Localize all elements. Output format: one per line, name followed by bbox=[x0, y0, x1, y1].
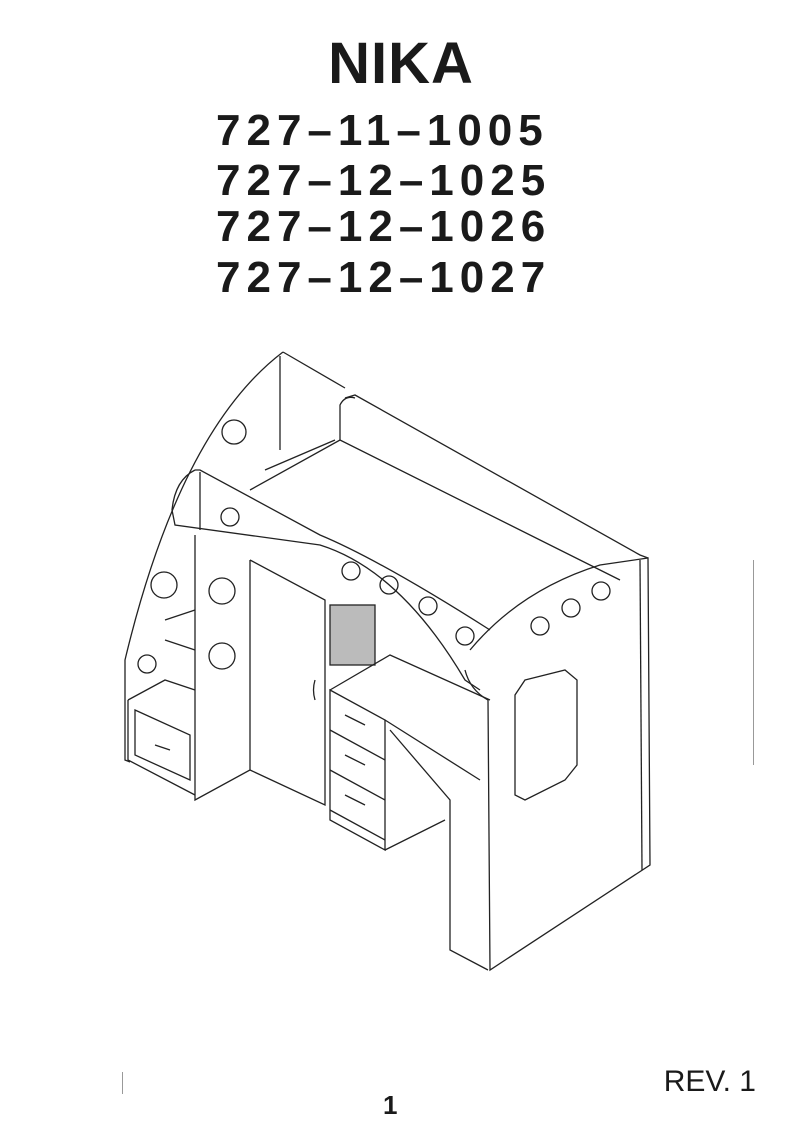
page-number: 1 bbox=[383, 1090, 398, 1120]
product-code: 727–11–1005 bbox=[216, 106, 549, 155]
product-code: 727–12–1026 bbox=[216, 202, 552, 251]
product-code: 727–12–1027 bbox=[216, 253, 552, 302]
page-edge-mark bbox=[122, 1072, 123, 1094]
page-edge-line bbox=[753, 560, 754, 765]
product-title: NIKA bbox=[328, 31, 474, 96]
product-code: 727–12–1025 bbox=[216, 156, 552, 205]
loft-bed-illustration bbox=[124, 351, 651, 972]
revision-label: REV. 1 bbox=[663, 1065, 756, 1098]
